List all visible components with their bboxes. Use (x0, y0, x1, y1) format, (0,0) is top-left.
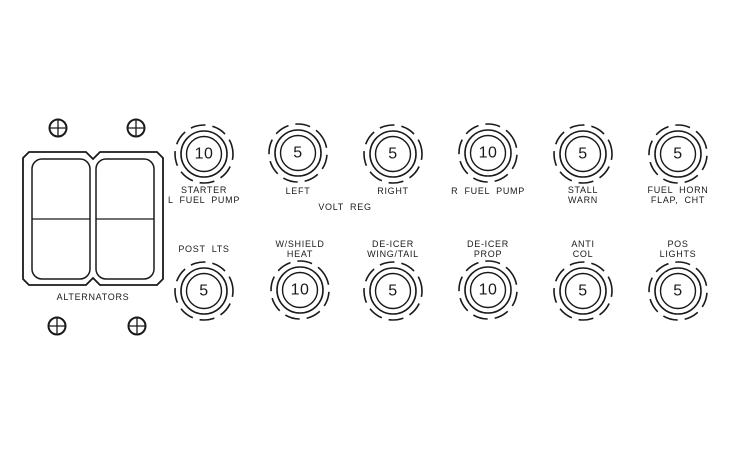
amp-rating: 10 (479, 282, 498, 299)
label-r-fuel-pump: R FUEL PUMP (451, 186, 525, 196)
label-de-icer-prop: DE-ICER PROP (467, 239, 509, 259)
label-starter-l-fuel-pump: STARTER L FUEL PUMP (167, 185, 241, 205)
amp-rating: 5 (293, 145, 302, 162)
amp-rating: 10 (195, 146, 214, 163)
amp-rating: 5 (578, 283, 587, 300)
label-anti-col: ANTI COL (571, 239, 595, 259)
amp-rating: 5 (388, 283, 397, 300)
breaker-anti-col[interactable]: 5 (549, 257, 617, 325)
amp-rating: 5 (578, 146, 587, 163)
screw-icon (47, 316, 67, 336)
alternator-switch-left[interactable] (31, 158, 91, 280)
breaker-de-icer-wing-tail[interactable]: 5 (359, 257, 427, 325)
amp-rating: 10 (479, 145, 498, 162)
alternators-label: ALTERNATORS (56, 292, 130, 302)
breaker-volt-reg-left[interactable]: 5 (264, 119, 332, 187)
breaker-starter-l-fuel-pump[interactable]: 10 (170, 120, 238, 188)
screw-icon (48, 118, 68, 138)
label-de-icer-wing-tail: DE-ICER WING/TAIL (367, 239, 419, 259)
label-volt-reg: VOLT REG (318, 202, 372, 212)
label-fuel-horn-flap-cht: FUEL HORN FLAP, CHT (647, 185, 709, 205)
breaker-post-lts[interactable]: 5 (170, 257, 238, 325)
breaker-stall-warn[interactable]: 5 (549, 120, 617, 188)
amp-rating: 5 (388, 146, 397, 163)
amp-rating: 5 (673, 283, 682, 300)
screw-icon (127, 316, 147, 336)
breaker-wshield-heat[interactable]: 10 (266, 256, 334, 324)
breaker-volt-reg-right[interactable]: 5 (359, 120, 427, 188)
switch-bezel-outline (22, 151, 164, 286)
breaker-de-icer-prop[interactable]: 10 (454, 256, 522, 324)
amp-rating: 10 (291, 282, 310, 299)
label-right: RIGHT (377, 186, 409, 196)
screw-icon (126, 118, 146, 138)
amp-rating: 5 (673, 146, 682, 163)
label-post-lts: POST LTS (178, 244, 230, 254)
label-stall-warn: STALL WARN (567, 185, 599, 205)
label-wshield-heat: W/SHIELD HEAT (275, 239, 325, 259)
breaker-r-fuel-pump[interactable]: 10 (454, 119, 522, 187)
amp-rating: 5 (199, 283, 208, 300)
breaker-pos-lights[interactable]: 5 (644, 257, 712, 325)
label-pos-lights: POS LIGHTS (659, 239, 697, 259)
alternator-switch-right[interactable] (95, 158, 155, 280)
alternator-switch-assembly (22, 151, 164, 286)
label-left: LEFT (285, 186, 311, 196)
breaker-fuel-horn-flap-cht[interactable]: 5 (644, 120, 712, 188)
